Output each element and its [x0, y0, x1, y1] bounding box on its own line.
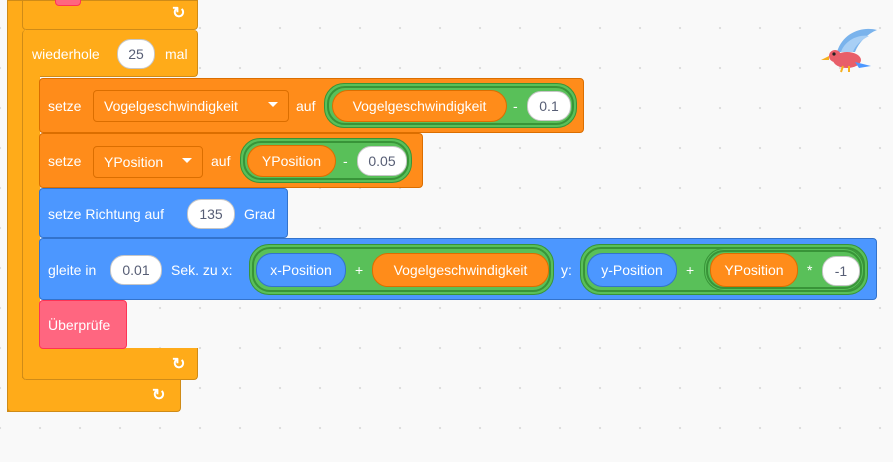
variable-reporter[interactable]: Vogelgeschwindigkeit — [332, 90, 507, 122]
set-to-label: auf — [296, 98, 316, 114]
variable-dropdown[interactable]: Vogelgeschwindigkeit — [93, 90, 289, 122]
bird-sprite-icon — [815, 22, 879, 74]
repeat-block-head[interactable] — [22, 30, 198, 77]
set-to-label: auf — [211, 153, 231, 169]
repeat-arrow-icon: ↻ — [172, 356, 186, 373]
direction-unit: Grad — [244, 206, 276, 222]
repeat-block-arm[interactable] — [22, 76, 40, 378]
number-input[interactable]: 0.1 — [527, 91, 571, 121]
repeat-count-input[interactable]: 25 — [117, 39, 155, 69]
y-position-reporter[interactable]: y-Position — [587, 253, 677, 287]
custom-block-label: Überprüfe — [48, 317, 111, 333]
repeat-arrow-icon: ↻ — [172, 5, 186, 22]
variable-reporter[interactable]: YPosition — [247, 145, 336, 177]
repeat-block-bottom[interactable] — [22, 348, 198, 380]
variable-reporter[interactable]: YPosition — [710, 253, 798, 287]
outer-loop-bottom[interactable] — [7, 380, 181, 412]
repeat-arrow-icon: ↻ — [152, 387, 166, 404]
direction-input[interactable]: 135 — [187, 199, 235, 229]
glide-mid-label: Sek. zu x: — [171, 262, 233, 278]
glide-y-label: y: — [561, 262, 572, 278]
glide-prefix: gleite in — [48, 262, 97, 278]
chevron-down-icon — [182, 158, 192, 163]
multiply-operator-symbol: * — [807, 262, 813, 278]
number-input[interactable]: 0.05 — [357, 146, 407, 176]
set-keyword: setze — [48, 153, 82, 169]
variable-dropdown-value: Vogelgeschwindigkeit — [104, 98, 238, 114]
custom-block-ueberpruefe[interactable] — [39, 300, 127, 349]
repeat-keyword: wiederhole — [32, 46, 100, 62]
variable-reporter[interactable]: Vogelgeschwindigkeit — [372, 253, 549, 287]
minus-operator-symbol: - — [343, 153, 348, 169]
direction-label: setze Richtung auf — [48, 206, 164, 222]
glide-seconds-input[interactable]: 0.01 — [110, 255, 162, 285]
x-position-reporter[interactable]: x-Position — [256, 253, 346, 287]
minus-operator-symbol: - — [513, 98, 518, 114]
point-in-direction-block[interactable] — [39, 188, 288, 238]
cutoff-my-block[interactable] — [55, 0, 81, 6]
variable-dropdown[interactable]: YPosition — [93, 146, 203, 178]
repeat-suffix: mal — [165, 46, 188, 62]
variable-dropdown-value: YPosition — [104, 154, 164, 170]
plus-operator-symbol: + — [686, 262, 695, 278]
multiplier-input[interactable]: -1 — [822, 256, 860, 286]
chevron-down-icon — [268, 102, 278, 107]
upper-loop-bottom[interactable] — [22, 0, 198, 30]
set-keyword: setze — [48, 98, 82, 114]
plus-operator-symbol: + — [355, 262, 364, 278]
